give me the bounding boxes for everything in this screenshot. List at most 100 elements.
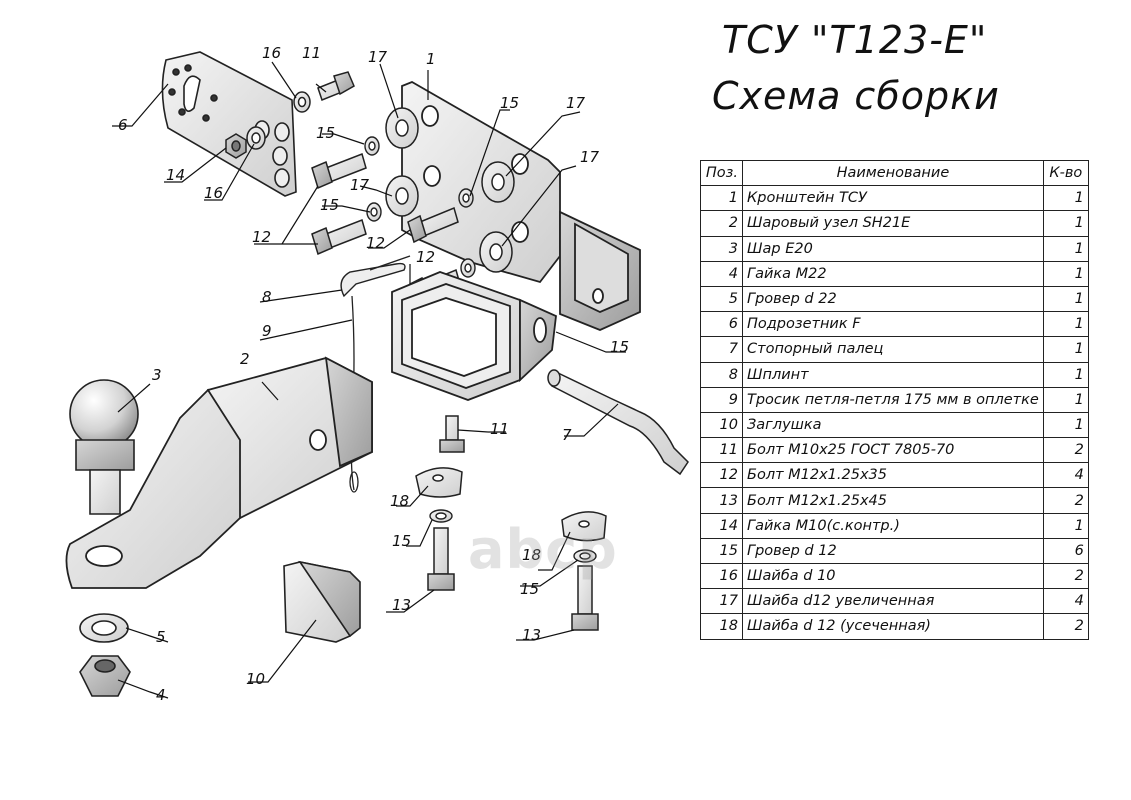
row-name: Шплинт	[742, 361, 1044, 388]
row-name: Кронштейн ТСУ	[742, 185, 1044, 212]
callout-9: 9	[262, 322, 272, 340]
bolts-part-13	[427, 527, 599, 631]
bolt-part-11-bottom	[439, 415, 465, 453]
parts-table-header: Поз. Наименование К-во	[700, 159, 1089, 187]
row-name: Болт М12х1.25х45	[742, 487, 1044, 514]
callout-15c: 15	[500, 94, 519, 112]
row-pos: 5	[700, 285, 743, 313]
row-qty: 2	[1042, 613, 1089, 640]
washer-part-16-bottom	[246, 126, 266, 150]
drawing-title: ТСУ "Т123-Е"	[722, 18, 988, 62]
row-qty: 1	[1042, 210, 1089, 237]
callout-12a: 12	[252, 228, 271, 246]
header-name: Наименование	[742, 159, 1044, 187]
row-name: Гайка М10(с.контр.)	[742, 512, 1044, 539]
header-pos: Поз.	[700, 159, 743, 187]
row-pos: 18	[700, 613, 743, 640]
callout-11a: 11	[490, 420, 509, 438]
row-pos: 4	[700, 260, 743, 287]
row-name: Тросик петля-петля 175 мм в оплетке	[742, 386, 1044, 413]
callout-17c: 17	[580, 148, 600, 166]
callout-17a: 17	[368, 48, 388, 66]
cotter-pin-part-8	[340, 255, 411, 298]
nut-part-4	[79, 655, 131, 697]
row-name: Болт М12х1.25х35	[742, 462, 1044, 489]
callout-6: 6	[118, 116, 128, 134]
row-qty: 1	[1042, 512, 1089, 539]
callout-13a: 13	[392, 596, 411, 614]
row-qty: 1	[1042, 285, 1089, 313]
spring-washers-part-15	[364, 136, 476, 278]
watermark: abcp	[468, 518, 618, 581]
callout-15b: 15	[320, 196, 339, 214]
locking-pin-part-7	[547, 369, 689, 476]
row-name: Подрозетник F	[742, 311, 1044, 338]
row-pos: 12	[700, 462, 743, 489]
row-qty: 2	[1042, 562, 1089, 590]
row-qty: 1	[1042, 386, 1089, 413]
callout-16b: 16	[204, 184, 223, 202]
callout-18b: 18	[522, 546, 541, 564]
ball-part-3	[69, 379, 139, 515]
row-qty: 1	[1042, 336, 1089, 363]
cap-part-10	[283, 560, 361, 643]
row-pos: 2	[700, 210, 743, 237]
row-qty: 6	[1042, 537, 1089, 565]
callout-13b: 13	[522, 626, 541, 644]
washer-part-17-1	[385, 107, 419, 149]
row-pos: 8	[700, 361, 743, 388]
row-qty: 1	[1042, 311, 1089, 338]
washer-part-17-2	[385, 175, 419, 217]
callout-12b: 12	[366, 234, 385, 252]
row-pos: 7	[700, 336, 743, 363]
row-name: Болт М10х25 ГОСТ 7805-70	[742, 437, 1044, 464]
row-qty: 4	[1042, 462, 1089, 489]
nut-part-14	[225, 133, 247, 159]
bracket-part-1	[401, 81, 641, 331]
washer-part-16-top	[293, 91, 311, 113]
callout-10: 10	[246, 670, 265, 688]
row-name: Шайба d12 увеличенная	[742, 588, 1044, 615]
leader-lines	[112, 61, 626, 699]
header-qty: К-во	[1042, 159, 1089, 187]
callout-15a: 15	[316, 124, 335, 142]
row-pos: 17	[700, 588, 743, 615]
callout-labels: 1 2 3 4 5 6 7 8 9 10 11 11 12 12 12 13 1…	[118, 44, 629, 704]
row-pos: 16	[700, 562, 743, 590]
callout-8: 8	[262, 288, 272, 306]
washer-part-18-left	[415, 467, 463, 498]
spring-washers-part-15-lower	[429, 509, 597, 563]
callout-15d: 15	[610, 338, 629, 356]
callout-5: 5	[156, 628, 166, 646]
drawing-subtitle: Схема сборки	[712, 74, 1000, 118]
callout-17d: 17	[350, 176, 370, 194]
row-qty: 1	[1042, 185, 1089, 212]
row-qty: 2	[1042, 437, 1089, 464]
row-qty: 4	[1042, 588, 1089, 615]
row-name: Шайба d 12 (усеченная)	[742, 613, 1044, 640]
receiver-box	[391, 271, 557, 401]
row-name: Шайба d 10	[742, 562, 1044, 590]
row-qty: 2	[1042, 487, 1089, 514]
row-pos: 1	[700, 185, 743, 212]
row-name: Гровер d 22	[742, 285, 1044, 313]
callout-1: 1	[426, 50, 436, 68]
callout-3: 3	[152, 366, 162, 384]
washer-part-18-right	[561, 511, 607, 542]
washer-part-17-4	[479, 231, 513, 273]
row-pos: 15	[700, 537, 743, 565]
row-pos: 11	[700, 437, 743, 464]
row-pos: 10	[700, 411, 743, 439]
